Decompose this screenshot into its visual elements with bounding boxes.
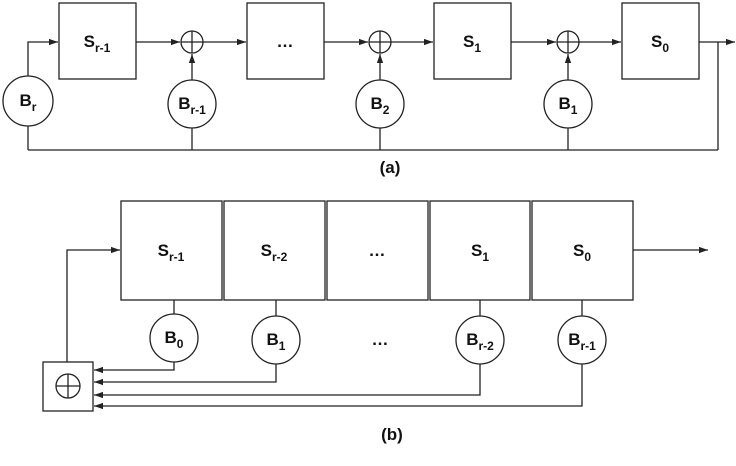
a-coef-label-b1: B1 — [559, 94, 578, 117]
b-coef-label-b0: B0 — [165, 328, 184, 351]
b-coef-label-br2: Br-2 — [466, 330, 494, 353]
b-br1-to-xor-wire — [94, 364, 583, 410]
a-xor-icon-3 — [556, 30, 580, 54]
b-stage-box-sr1 — [120, 200, 223, 301]
b-stage-label-dots: … — [369, 241, 386, 260]
a-coef-circle-br1 — [167, 79, 217, 129]
b-stage-label-s0: S0 — [573, 241, 591, 264]
a-caption: (a) — [380, 158, 401, 177]
a-coef-label-b2: B2 — [371, 94, 390, 117]
b-stage-box-sr2 — [223, 200, 326, 301]
a-coef-circle-br — [2, 75, 54, 127]
diagram-b: Sr-1 Sr-2 … S1 S0 B0 B1 … Br-2 Br-1 (b) — [42, 200, 708, 444]
a-coef-label-br: Br — [20, 91, 37, 114]
a-stage-label-sr1: Sr-1 — [84, 32, 111, 55]
a-coef-label-br1: Br-1 — [178, 94, 206, 117]
a-stage-label-s0: S0 — [651, 32, 669, 55]
b-coef-label-br1: Br-1 — [568, 330, 596, 353]
a-stage-box-sr1 — [58, 2, 137, 80]
a-xor-icon-2 — [368, 30, 392, 54]
b-stage-box-s0 — [531, 200, 634, 301]
b-stage-label-sr2: Sr-2 — [261, 241, 288, 264]
a-xor-icon-1 — [180, 30, 204, 54]
a-stage-label-s1: S1 — [463, 32, 481, 55]
a-br-to-sr1-wire — [27, 38, 58, 76]
b-stage-label-sr1: Sr-1 — [158, 241, 185, 264]
a-stage-label-dots: … — [277, 32, 294, 51]
b-stage-box-dots — [326, 200, 429, 301]
b-br2-to-xor-wire — [94, 364, 481, 399]
b-b0-to-xor-wire — [94, 362, 175, 374]
b-stage-label-s1: S1 — [471, 241, 489, 264]
b-coef-label-b1: B1 — [267, 330, 286, 353]
b-coef-label-dots: … — [372, 330, 389, 349]
a-stage-box-dots — [246, 2, 325, 80]
b-b1-to-xor-wire — [94, 364, 277, 386]
a-stage-box-s0 — [621, 2, 700, 80]
a-coef-circle-b1 — [543, 79, 593, 129]
b-stage-box-s1 — [429, 200, 531, 301]
a-stage-box-s1 — [433, 2, 512, 80]
diagram-a: Sr-1 … S1 S0 Br Br-1 B2 B1 (a) — [2, 2, 735, 177]
b-feedback-input-wire — [66, 246, 120, 362]
a-coef-circle-b2 — [355, 79, 405, 129]
b-xor-icon — [55, 373, 81, 399]
b-caption: (b) — [381, 425, 403, 444]
